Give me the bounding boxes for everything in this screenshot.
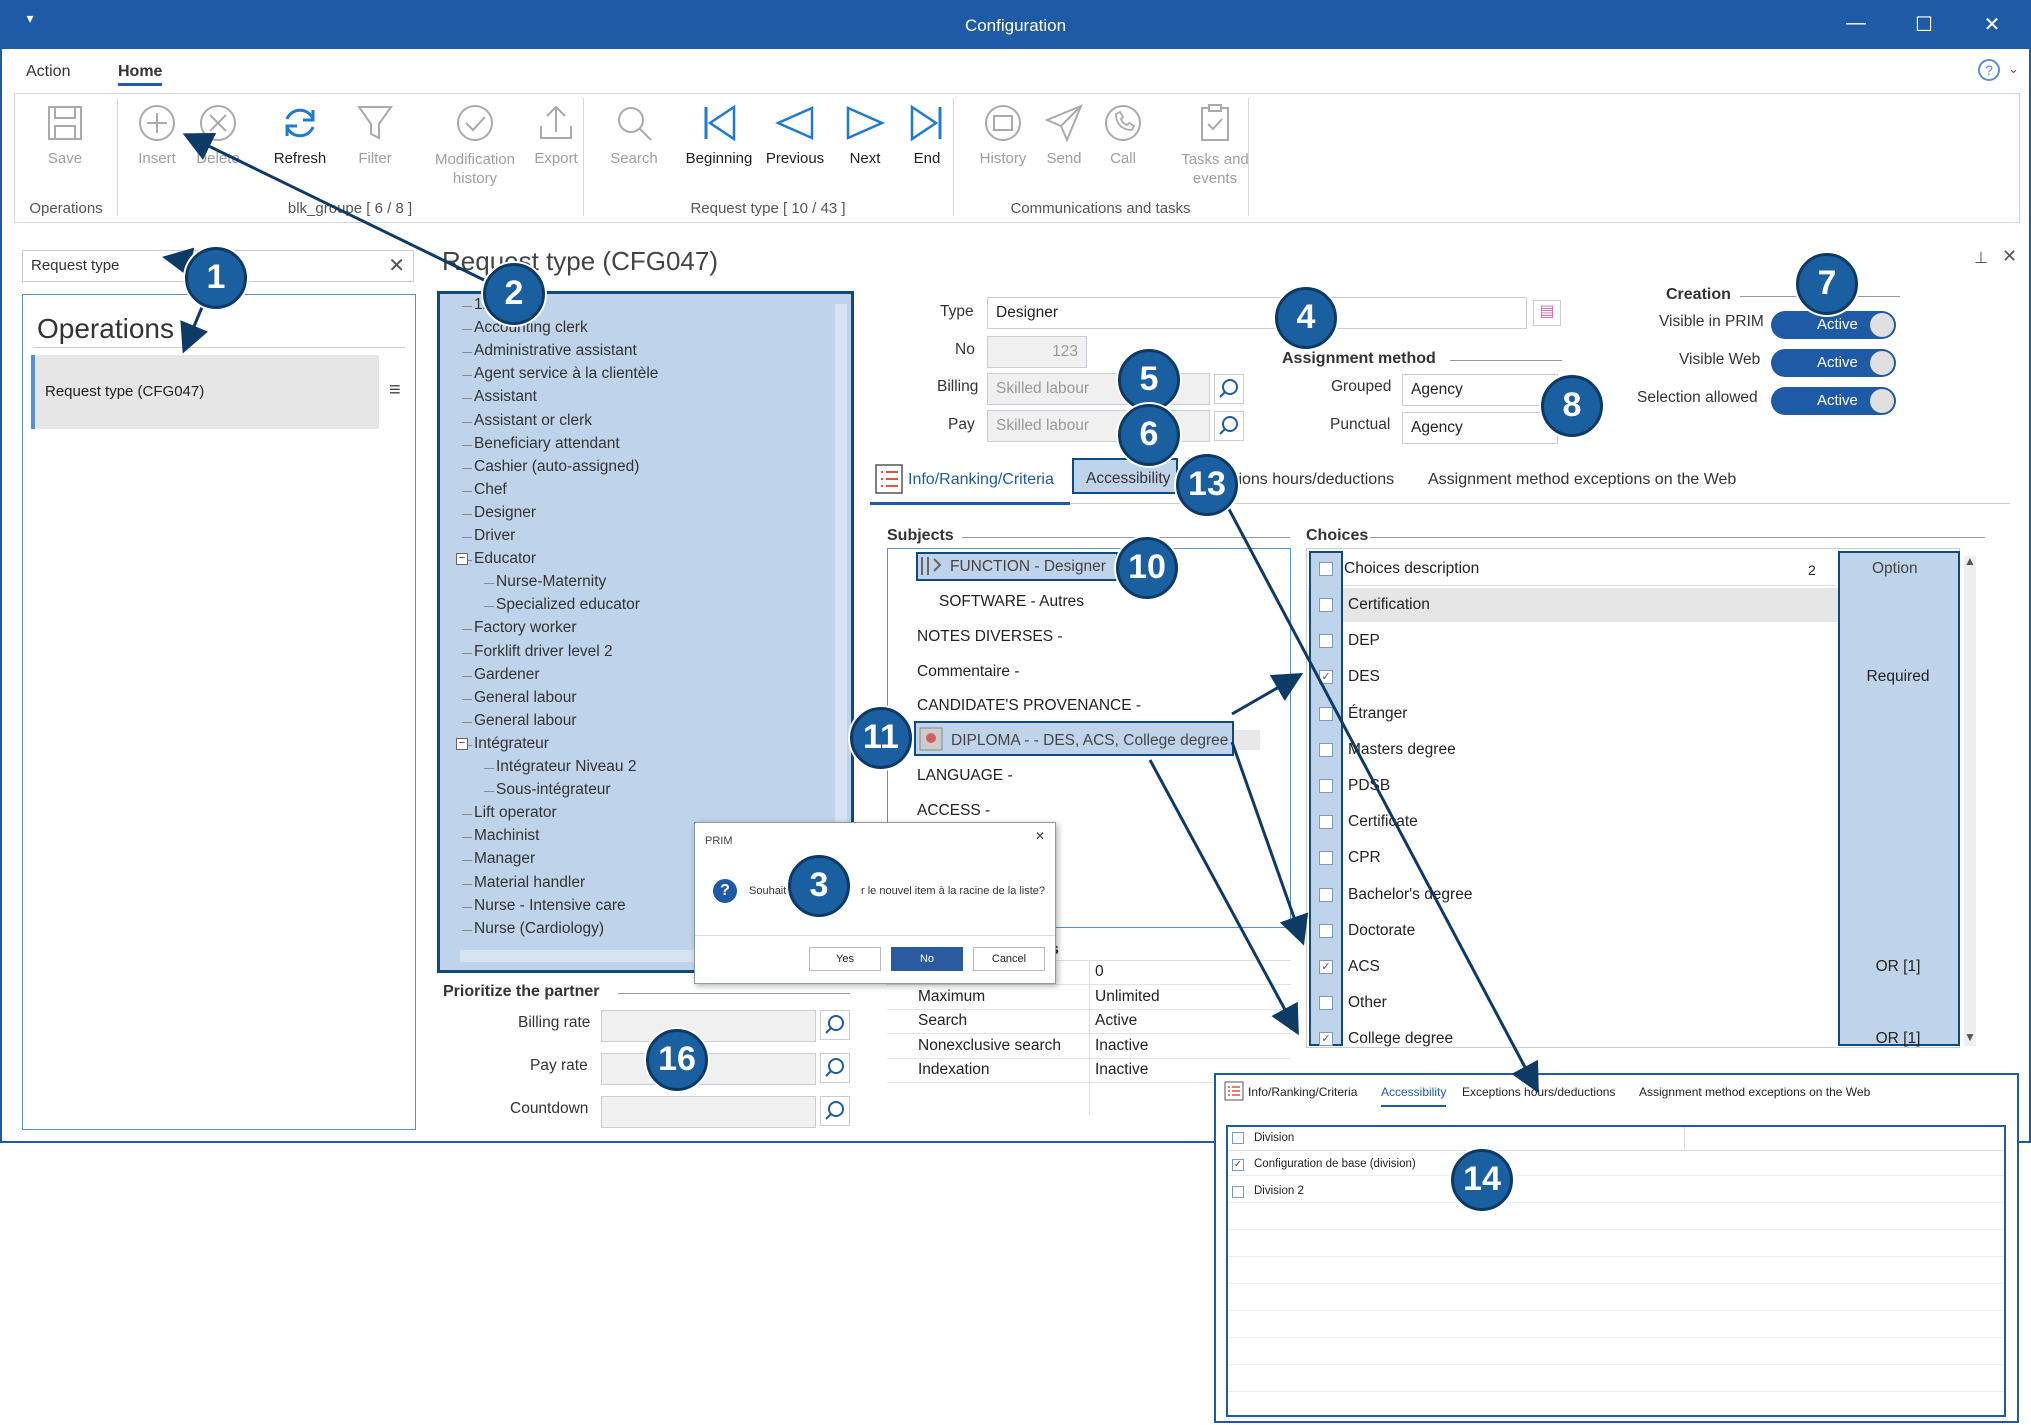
callout-2: 2 [483, 263, 545, 325]
callout-13: 13 [1176, 454, 1238, 516]
arrow-13 [1222, 496, 1536, 1088]
callout-5: 5 [1118, 349, 1180, 411]
callout-4: 4 [1275, 287, 1337, 349]
arrow-1a [168, 258, 190, 262]
callout-8: 8 [1541, 375, 1603, 437]
callout-11: 11 [850, 707, 912, 769]
callout-7: 7 [1796, 253, 1858, 315]
arrow-11b [1232, 742, 1302, 940]
callout-16: 16 [646, 1029, 708, 1091]
callout-10: 10 [1116, 537, 1178, 599]
callout-3: 3 [788, 855, 850, 917]
arrow-11c [1150, 760, 1296, 1030]
callout-14: 14 [1451, 1149, 1513, 1211]
arrow-1b [185, 300, 205, 348]
callout-6: 6 [1118, 404, 1180, 466]
callout-1: 1 [185, 247, 247, 309]
arrow-11a [1232, 676, 1298, 714]
